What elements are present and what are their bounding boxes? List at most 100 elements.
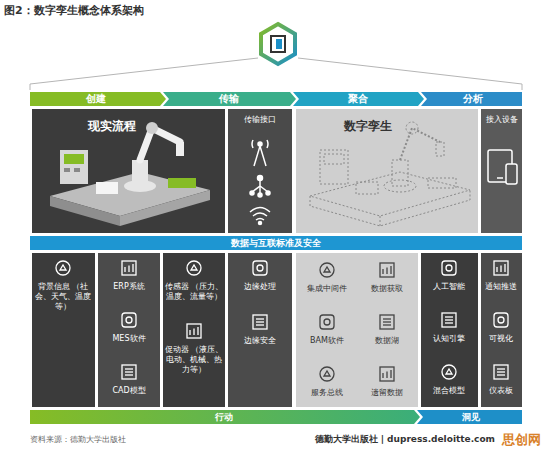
item-icon-part bbox=[494, 313, 508, 327]
stage-chevrons-part bbox=[30, 92, 166, 106]
component-item: 集成中间件 bbox=[298, 284, 356, 294]
item-icon bbox=[494, 313, 508, 327]
item-icon-part bbox=[494, 261, 508, 275]
transmission-icons-part bbox=[259, 222, 262, 225]
item-icon-part bbox=[253, 261, 267, 275]
node-text: 创建 bbox=[86, 94, 106, 104]
component-item: 背景信息 （社会、天气、温度等） bbox=[33, 282, 93, 312]
node-text: 混合模型 bbox=[421, 386, 477, 396]
roof-lines-part bbox=[298, 58, 522, 90]
access-device-icon-part bbox=[506, 164, 517, 184]
item-icon-part bbox=[386, 372, 387, 379]
item-icon-part bbox=[382, 373, 383, 378]
item-icon-part bbox=[253, 315, 267, 329]
node-text: 聚合 bbox=[348, 94, 368, 104]
item-icon-part bbox=[383, 324, 391, 325]
component-item: 边缘安全 bbox=[229, 336, 291, 346]
stage-chevrons bbox=[30, 92, 522, 106]
item-icon-part bbox=[122, 261, 136, 275]
component-item: 遗留数据 bbox=[358, 388, 416, 398]
digital-twin-wireframe-part bbox=[428, 178, 456, 188]
top-panels bbox=[32, 109, 522, 233]
item-icon-part bbox=[380, 315, 394, 329]
node-text: 数字孪生 bbox=[344, 119, 478, 134]
item-icon-part bbox=[320, 315, 334, 329]
stage-chevron: 分析 bbox=[424, 92, 522, 106]
item-icon-part bbox=[445, 316, 453, 317]
source-note: 资料来源：德勤大学出版社 bbox=[30, 434, 126, 445]
band: 行动 bbox=[30, 410, 418, 424]
item-icon-part bbox=[446, 369, 452, 374]
real-process-illustration-part bbox=[120, 190, 210, 226]
item-icon bbox=[320, 315, 334, 329]
node-text: 人工智能 bbox=[421, 282, 477, 292]
transmission-icons-part bbox=[254, 146, 266, 166]
node-text: 洞见 bbox=[462, 413, 480, 422]
item-icon-part bbox=[256, 318, 264, 319]
layer-panel: 现实流程 bbox=[32, 109, 225, 233]
item-icon-part bbox=[496, 267, 497, 272]
component-item: 认知引擎 bbox=[421, 334, 477, 344]
item-icon bbox=[494, 261, 508, 275]
item-icon-part bbox=[324, 267, 330, 272]
item-icon-part bbox=[324, 319, 330, 325]
item-icon-part bbox=[197, 327, 198, 335]
digital-twin-wireframe-part bbox=[320, 150, 348, 184]
stage-chevrons-part bbox=[163, 92, 296, 106]
digital-twin-wireframe bbox=[310, 122, 470, 226]
item-icon bbox=[320, 367, 334, 381]
component-item: 人工智能 bbox=[421, 282, 477, 292]
stage-chevron: 传输 bbox=[166, 92, 292, 106]
node-text: 促动器 （液压、电动、机械、热力等） bbox=[164, 345, 224, 375]
node-text: 认知引擎 bbox=[421, 334, 477, 344]
logo-hexagon-part bbox=[271, 36, 285, 52]
stage-chevrons-part bbox=[421, 92, 522, 106]
real-process-illustration-part bbox=[132, 160, 148, 186]
stage-chevron: 聚合 bbox=[296, 92, 420, 106]
node-text: 数据湖 bbox=[358, 336, 416, 346]
node-text: 服务总线 bbox=[298, 388, 356, 398]
component-item: 数据获取 bbox=[358, 284, 416, 294]
stage-chevrons-part bbox=[293, 92, 424, 106]
item-icon-part bbox=[56, 261, 70, 275]
node-text: 数据获取 bbox=[358, 284, 416, 294]
item-icon-part bbox=[132, 264, 133, 272]
item-icon bbox=[56, 261, 70, 275]
transmission-icons-part bbox=[258, 193, 262, 197]
item-icon-part bbox=[382, 269, 383, 274]
item-icon-part bbox=[446, 265, 452, 271]
digital-twin-wireframe-part bbox=[436, 142, 444, 156]
real-process-illustration-part bbox=[140, 128, 180, 160]
node-text: 分析 bbox=[463, 94, 483, 104]
real-process-illustration-part bbox=[146, 122, 158, 134]
roof-lines-part bbox=[30, 58, 258, 90]
digital-twin-wireframe-part bbox=[392, 160, 408, 186]
bottom-columns-part bbox=[228, 253, 292, 407]
logo-hexagon-part bbox=[276, 39, 282, 49]
item-icon bbox=[494, 365, 508, 379]
item-icon bbox=[253, 261, 267, 275]
item-icon-part bbox=[187, 324, 201, 338]
item-icon bbox=[380, 263, 394, 277]
item-icon-part bbox=[60, 265, 66, 270]
bottom-band-part bbox=[417, 410, 522, 424]
item-icon-part bbox=[257, 265, 263, 271]
node-text: 传输 bbox=[219, 94, 239, 104]
item-icon-part bbox=[324, 371, 330, 376]
item-icon-part bbox=[383, 318, 391, 319]
top-panels-part bbox=[296, 109, 478, 233]
item-icon-part bbox=[126, 317, 132, 323]
real-process-illustration-part bbox=[74, 168, 80, 172]
component-item: MES软件 bbox=[99, 334, 159, 344]
component-item: 混合模型 bbox=[421, 386, 477, 396]
layer-panel: 接入设备 bbox=[481, 109, 522, 233]
logo-hexagon-part bbox=[261, 24, 295, 64]
item-icon-part bbox=[494, 365, 508, 379]
access-device-icon-part bbox=[497, 177, 503, 179]
item-icon bbox=[380, 367, 394, 381]
item-icon-part bbox=[125, 368, 133, 369]
publisher-footer: 德勤大学出版社 | dupress.deloitte.com bbox=[315, 433, 495, 446]
component-item: 仪表板 bbox=[481, 386, 521, 396]
component-item: ERP系统 bbox=[99, 282, 159, 292]
